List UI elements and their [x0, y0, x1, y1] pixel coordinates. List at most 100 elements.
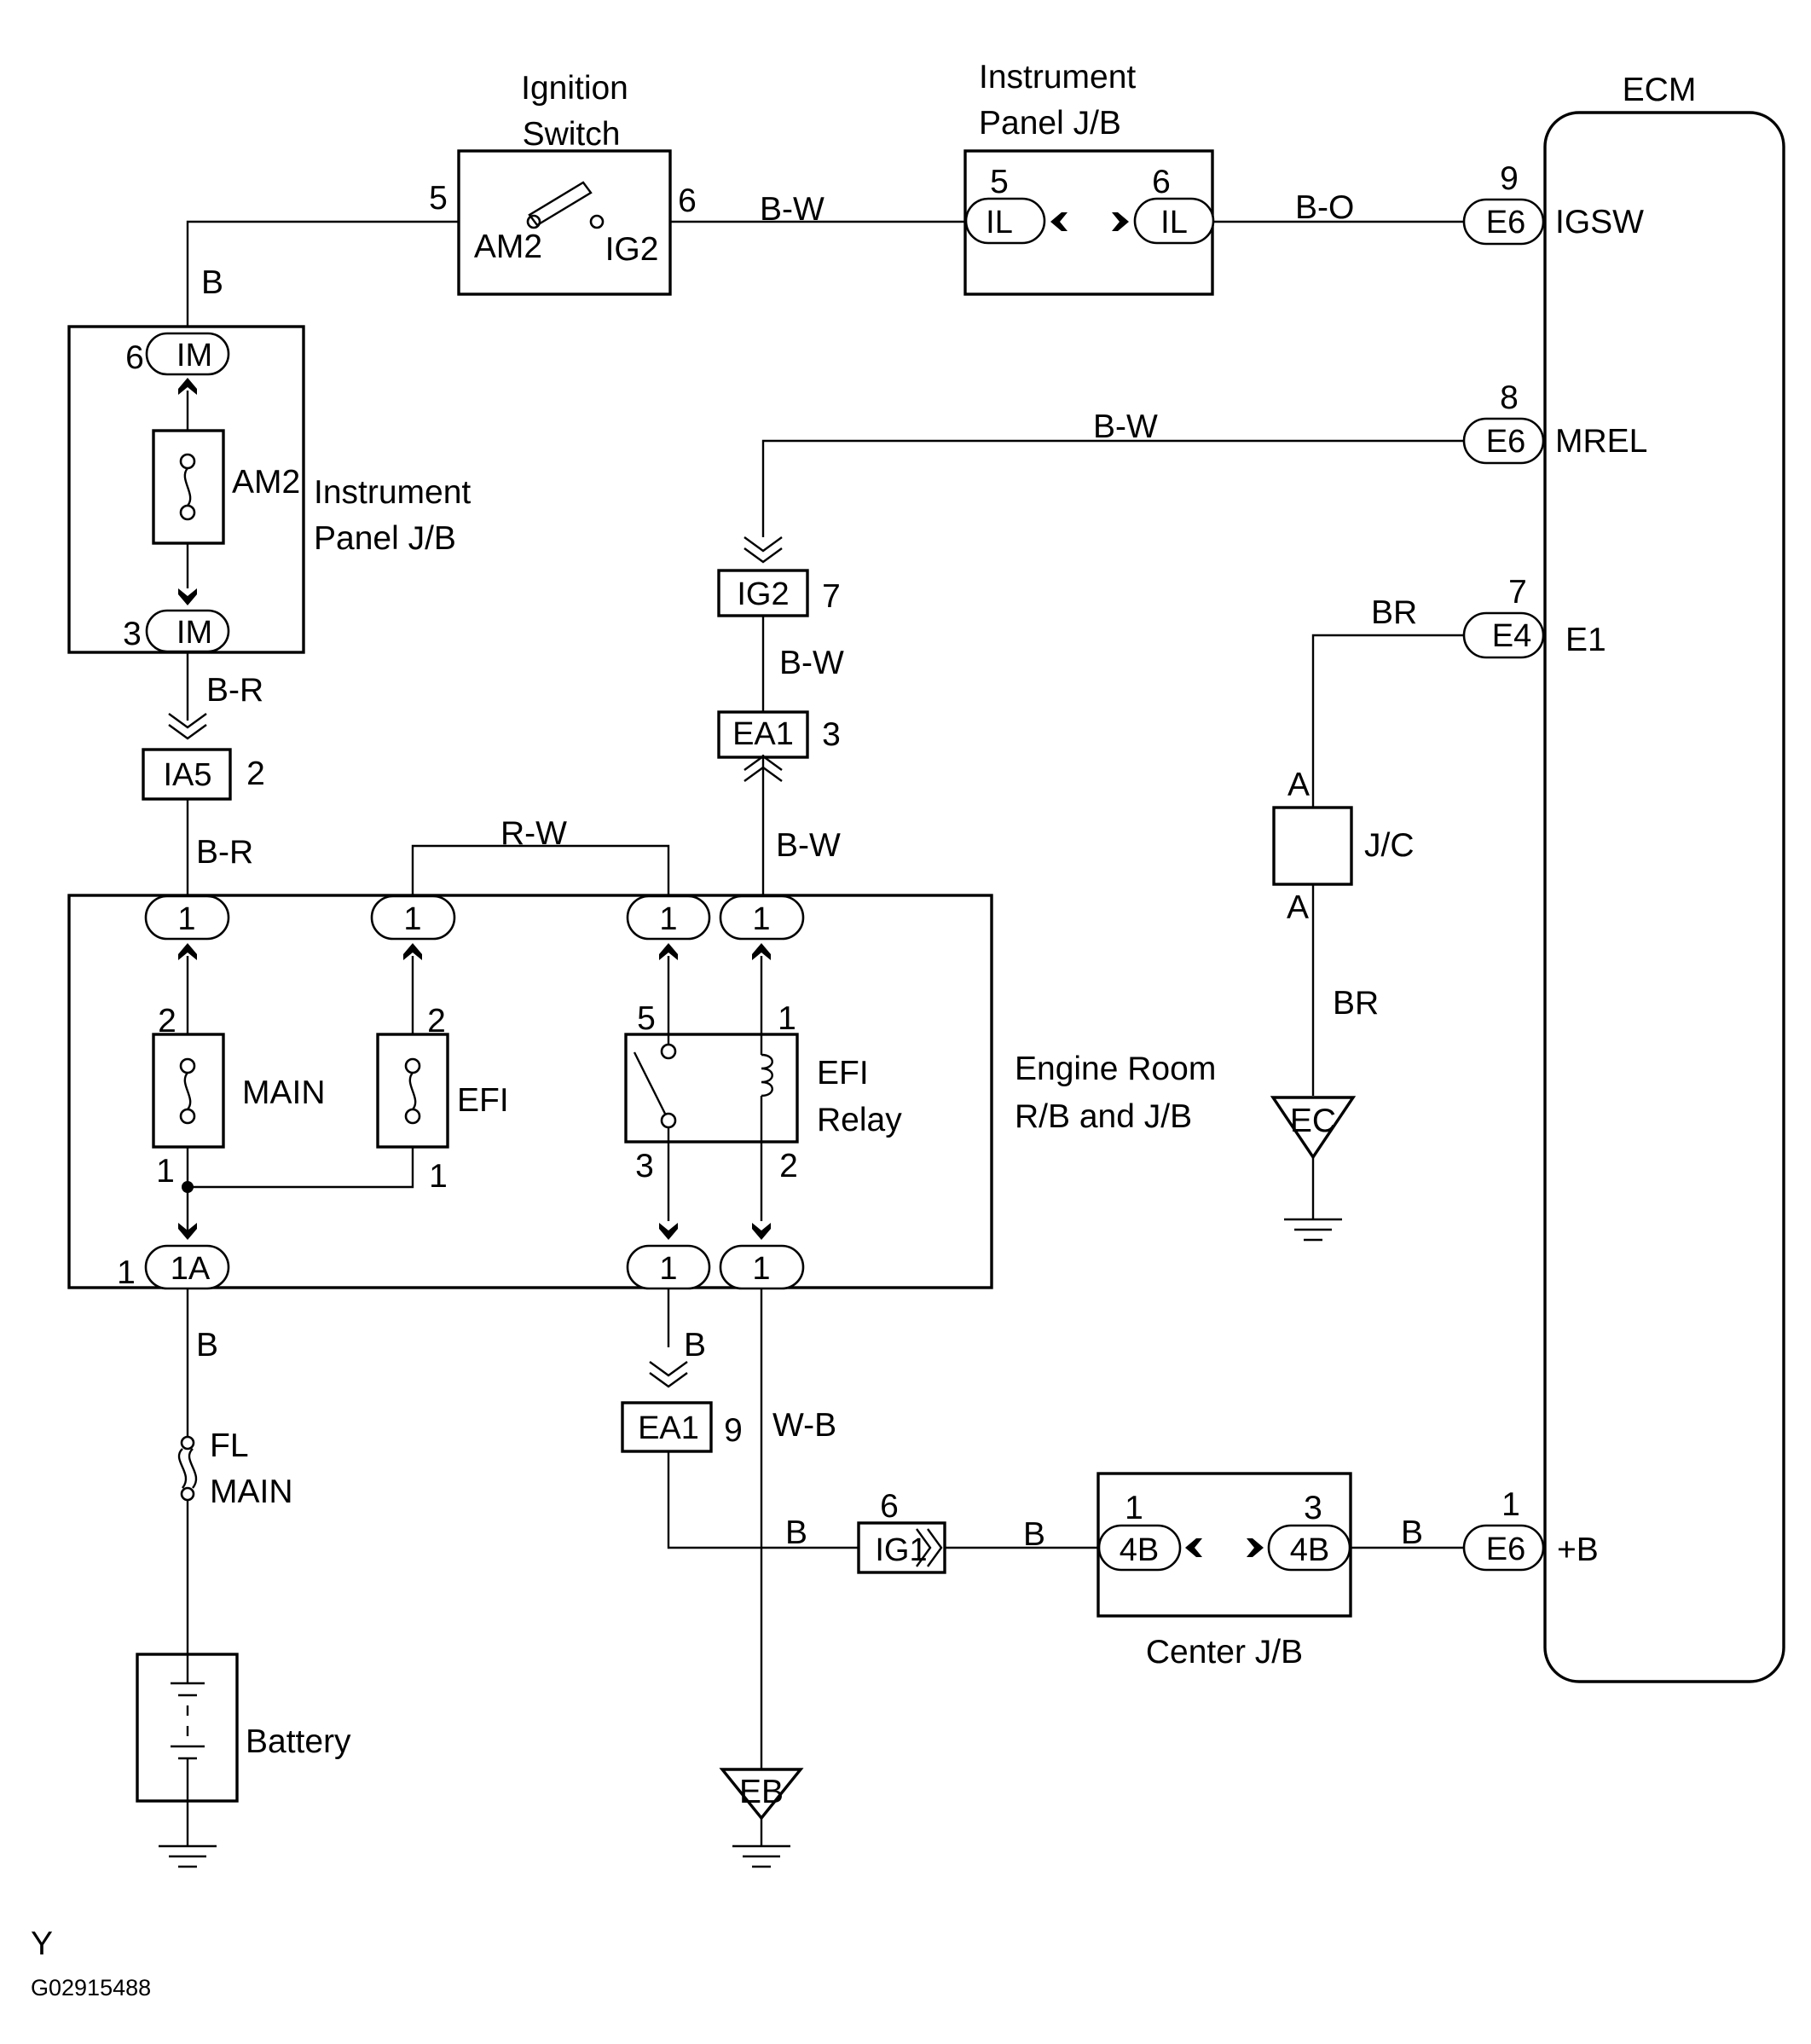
connector-ig2: IG2 7	[717, 536, 841, 617]
pin-label: 5	[990, 164, 1009, 200]
connector-label: 4B	[1120, 1532, 1159, 1568]
wire-label: B-R	[196, 834, 253, 871]
pin-label: 5	[637, 1000, 656, 1037]
wire-label: R-W	[500, 815, 567, 852]
ip-jb-top-label: Instrument	[979, 59, 1136, 96]
wire-label: B-W	[760, 191, 824, 228]
connector-ea1-bottom: EA1 9	[621, 1360, 743, 1453]
connector-label: EA1	[638, 1410, 699, 1446]
ecm-pin-number: 8	[1500, 379, 1519, 416]
connector-label: 1	[177, 901, 195, 937]
fl-main-fusible-link: FL MAIN	[177, 1427, 293, 1510]
ignition-switch-label-2: Switch	[523, 116, 621, 153]
pin-label: 3	[123, 616, 142, 652]
ecm-pin-number: 9	[1500, 160, 1519, 197]
wire-label: B-O	[1295, 189, 1354, 226]
wire-label: B-W	[1093, 408, 1158, 445]
ignition-switch: Ignition Switch 5 6 AM2 IG2	[429, 70, 697, 296]
ecm-connector-label: E6	[1486, 1532, 1525, 1567]
ground-eb: EB	[719, 1768, 804, 1868]
fl-main-label-2: MAIN	[210, 1474, 293, 1510]
ecm: ECM 9 E6 IGSW 8 E6 MREL 7 E4 E1 1 E6 +B	[1462, 72, 1785, 1683]
engine-room-label: Engine Room	[1015, 1051, 1216, 1087]
junction-connector-jc: A A J/C	[1272, 767, 1415, 926]
main-fuse-label: MAIN	[242, 1074, 326, 1111]
terminal-am2-label: AM2	[474, 229, 542, 265]
connector-label: IM	[176, 338, 212, 373]
ecm-terminal-mrel: MREL	[1555, 423, 1647, 460]
wire-color-labels: B B-W B-O B-W BR BR B-R B-R R-W B-W B-W …	[196, 189, 1423, 1553]
terminal-ig2-label: IG2	[605, 231, 659, 268]
efi-relay-label-2: Relay	[817, 1102, 902, 1138]
connector-ea1-top: EA1 3	[717, 710, 841, 783]
footer-code-top: Y	[31, 1925, 53, 1962]
ecm-terminal-plus-b: +B	[1557, 1532, 1599, 1568]
instrument-panel-jb-top: Instrument Panel J/B 5 6 IL IL	[963, 59, 1215, 296]
ecm-connector-label: E4	[1492, 618, 1531, 654]
pin-label: 1	[1125, 1490, 1143, 1526]
wire-label: W-B	[772, 1407, 836, 1444]
ecm-label: ECM	[1623, 72, 1697, 108]
wiring	[186, 220, 1467, 1846]
wire-label: B	[201, 264, 223, 301]
efi-fuse-label: EFI	[457, 1082, 509, 1119]
pin-label: 6	[678, 182, 697, 219]
ignition-switch-label: Ignition	[521, 70, 628, 107]
wire-label: B	[196, 1327, 218, 1364]
pin-label: 6	[1152, 164, 1171, 200]
connector-label: IL	[1160, 205, 1188, 240]
wire-label: B	[684, 1327, 706, 1364]
figure-code: G02915488	[31, 1975, 151, 2001]
connector-label: 1A	[171, 1251, 211, 1287]
pin-label: 2	[158, 1003, 176, 1039]
wire-label: BR	[1333, 985, 1379, 1022]
pin-label: 2	[427, 1003, 446, 1039]
pin-label: 1	[778, 1000, 796, 1037]
pin-label: 7	[822, 578, 841, 615]
pin-label: 3	[635, 1148, 654, 1184]
am2-fuse-label: AM2	[232, 464, 300, 501]
ground-ec: EC	[1270, 1096, 1357, 1242]
pin-label: A	[1287, 889, 1309, 926]
ecm-pin-number: 7	[1508, 574, 1527, 611]
ecm-terminal-e1: E1	[1565, 622, 1606, 658]
wire-label: B-W	[776, 827, 841, 864]
wire-label: B-R	[206, 672, 263, 709]
pin-label: 6	[880, 1488, 899, 1525]
ip-jb-left-label-2: Panel J/B	[314, 520, 456, 557]
center-jb: Center J/B 1 3 4B 4B	[1096, 1472, 1352, 1671]
pin-label: 1	[429, 1158, 448, 1195]
connector-label: 1	[403, 901, 421, 937]
connector-label: EA1	[732, 716, 794, 752]
pin-label: 3	[822, 716, 841, 753]
pin-label: A	[1287, 767, 1310, 803]
wire-label: BR	[1371, 594, 1417, 631]
ip-jb-top-label-2: Panel J/B	[979, 105, 1121, 142]
battery-label: Battery	[246, 1723, 351, 1760]
battery: Battery	[136, 1653, 351, 1803]
connector-ig1: IG1 6	[857, 1488, 946, 1574]
ecm-connector-label: E6	[1486, 205, 1525, 240]
wire-label: B	[1023, 1516, 1045, 1553]
pin-label: 6	[125, 339, 144, 376]
pin-label: 3	[1304, 1490, 1322, 1526]
ground-label: EC	[1290, 1103, 1336, 1139]
pin-label: 1	[156, 1153, 175, 1190]
ip-jb-left-label: Instrument	[314, 474, 471, 511]
efi-relay-label: EFI	[817, 1055, 869, 1091]
connector-label: IL	[986, 205, 1013, 240]
pin-label: 2	[779, 1148, 798, 1184]
connector-label: 1	[659, 901, 677, 937]
engine-room-rb-jb: Engine Room R/B and J/B 1 1 1 1 2 MAIN 1…	[67, 894, 1216, 1291]
pin-label: 5	[429, 180, 448, 217]
connector-label: IA5	[163, 757, 211, 793]
wire-label: B	[1401, 1514, 1423, 1551]
ecm-pin-number: 1	[1501, 1486, 1520, 1523]
connector-label: 1	[752, 901, 770, 937]
jc-label: J/C	[1364, 827, 1415, 864]
connector-ia5: IA5 2	[142, 712, 265, 801]
center-jb-label: Center J/B	[1146, 1634, 1303, 1671]
ground-label: EB	[739, 1774, 784, 1810]
connector-label: 1	[659, 1251, 677, 1287]
connector-label: 1	[752, 1251, 770, 1287]
